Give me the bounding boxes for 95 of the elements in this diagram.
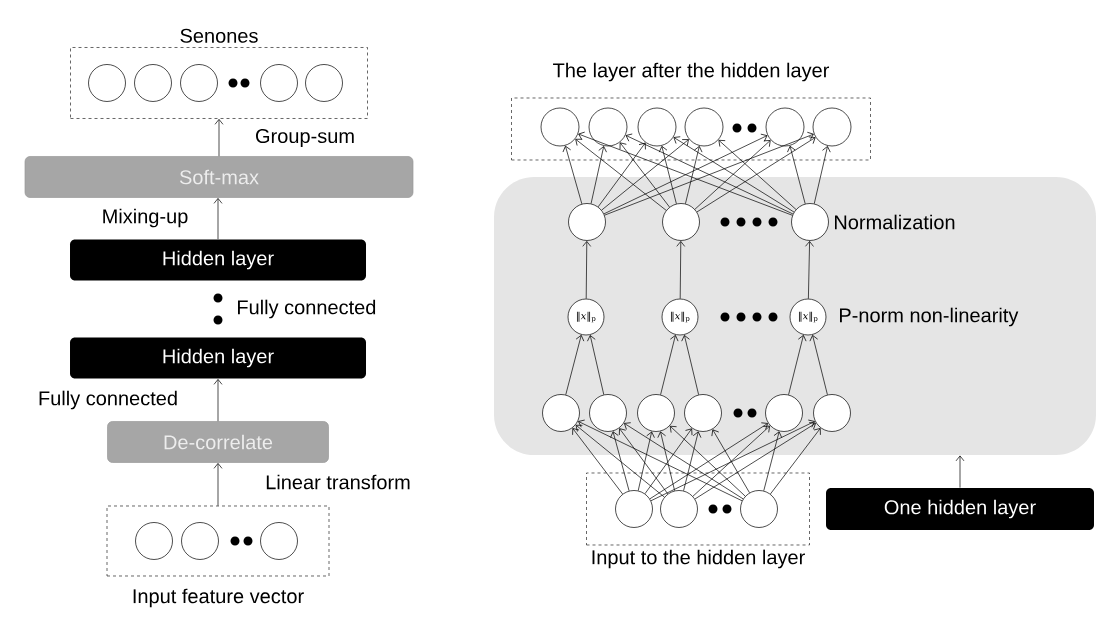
arrow <box>805 241 814 299</box>
neuron-circle <box>88 64 126 102</box>
neuron-circle <box>181 522 219 560</box>
neuron-circle <box>791 203 829 241</box>
layer-box: Senones <box>70 28 368 119</box>
neuron-circle <box>684 394 722 432</box>
neuron-circle <box>660 490 698 528</box>
neuron-circle <box>765 107 805 147</box>
neuron-circle <box>588 107 628 147</box>
arrow <box>590 146 607 204</box>
arrow <box>597 142 646 208</box>
arrow <box>694 422 816 500</box>
neuron-circle <box>134 64 172 102</box>
arrow <box>624 422 744 500</box>
neuron-circle <box>813 394 851 432</box>
arrow <box>683 431 702 492</box>
arrow <box>657 431 675 492</box>
arrow <box>625 133 794 215</box>
arrow <box>578 419 743 502</box>
arrow <box>685 146 703 205</box>
layer-bar: One hidden layer <box>826 488 1094 530</box>
arrow <box>619 142 670 208</box>
node-label: Input feature vector <box>133 588 304 608</box>
layer-box: Input feature vector <box>106 505 330 608</box>
neuron-circle <box>260 64 298 102</box>
arrow <box>213 463 223 507</box>
arrow <box>660 335 679 396</box>
arrow <box>770 428 821 495</box>
process-box: Soft-max <box>24 156 414 198</box>
node-label: Input to the hidden layer <box>592 549 805 569</box>
layer-bar: Hidden layer <box>70 337 366 379</box>
arrow <box>610 431 630 492</box>
arrow <box>644 428 693 495</box>
edge-label: Fully connected <box>36 389 180 411</box>
process-box: De-correlate <box>107 421 329 463</box>
neuron-circle <box>637 394 675 432</box>
layer-box: Input to the hidden layer <box>586 472 810 569</box>
arrow <box>603 133 768 215</box>
arrow <box>681 335 699 395</box>
neuron-circle <box>637 107 677 147</box>
arrow <box>692 425 771 497</box>
arrow <box>650 419 815 502</box>
arrow <box>673 136 795 213</box>
arrow <box>213 379 223 422</box>
arrow <box>582 241 592 299</box>
neuron-circle <box>684 107 724 147</box>
arrow <box>696 136 816 213</box>
annotation-text: P-norm non-linearity <box>840 307 1019 327</box>
edge-label: Group-sum <box>254 127 356 149</box>
arrow <box>658 145 677 205</box>
arrow <box>955 455 965 488</box>
arrow <box>669 425 746 497</box>
layer-box: The layer after the hidden layer <box>511 62 871 161</box>
arrow <box>676 241 686 299</box>
arrow <box>618 428 669 495</box>
edge-label: Mixing-up <box>100 207 190 229</box>
neuron-circle <box>540 107 580 147</box>
neuron-circle <box>542 394 580 432</box>
arrow <box>565 334 585 396</box>
edge-label: Linear transform <box>264 473 412 491</box>
neuron-circle <box>589 394 627 432</box>
layer-bar: Hidden layer <box>70 239 366 281</box>
arrow <box>649 422 768 500</box>
arrow <box>578 131 793 216</box>
neuron-circle <box>615 490 653 528</box>
arrow <box>788 335 807 396</box>
neuron-circle <box>662 203 700 241</box>
arrow <box>787 145 806 205</box>
arrow <box>575 138 667 211</box>
annotation-text: Fully connected <box>238 299 376 319</box>
arrow <box>604 131 814 216</box>
arrow <box>711 429 750 494</box>
neuron-circle <box>812 107 852 147</box>
node-label: Senones <box>180 28 258 43</box>
neuron-circle <box>765 394 803 432</box>
arrow <box>601 139 689 211</box>
arrow <box>214 119 224 157</box>
arrow <box>694 140 771 210</box>
neuron-circle <box>260 522 298 560</box>
arrow <box>575 424 665 498</box>
neuron-circle <box>305 64 343 102</box>
node-label: The layer after the hidden layer <box>553 62 830 82</box>
arrow <box>809 335 828 396</box>
neuron-circle <box>740 490 778 528</box>
arrow <box>587 335 605 395</box>
arrow <box>763 431 783 492</box>
arrow <box>213 198 223 240</box>
neuron-circle <box>180 64 218 102</box>
neuron-circle <box>135 522 173 560</box>
arrow <box>562 145 583 205</box>
arrow <box>572 428 623 495</box>
arrow <box>813 146 831 204</box>
arrow <box>718 139 797 210</box>
arrow <box>637 431 655 491</box>
neuron-circle <box>568 203 606 241</box>
